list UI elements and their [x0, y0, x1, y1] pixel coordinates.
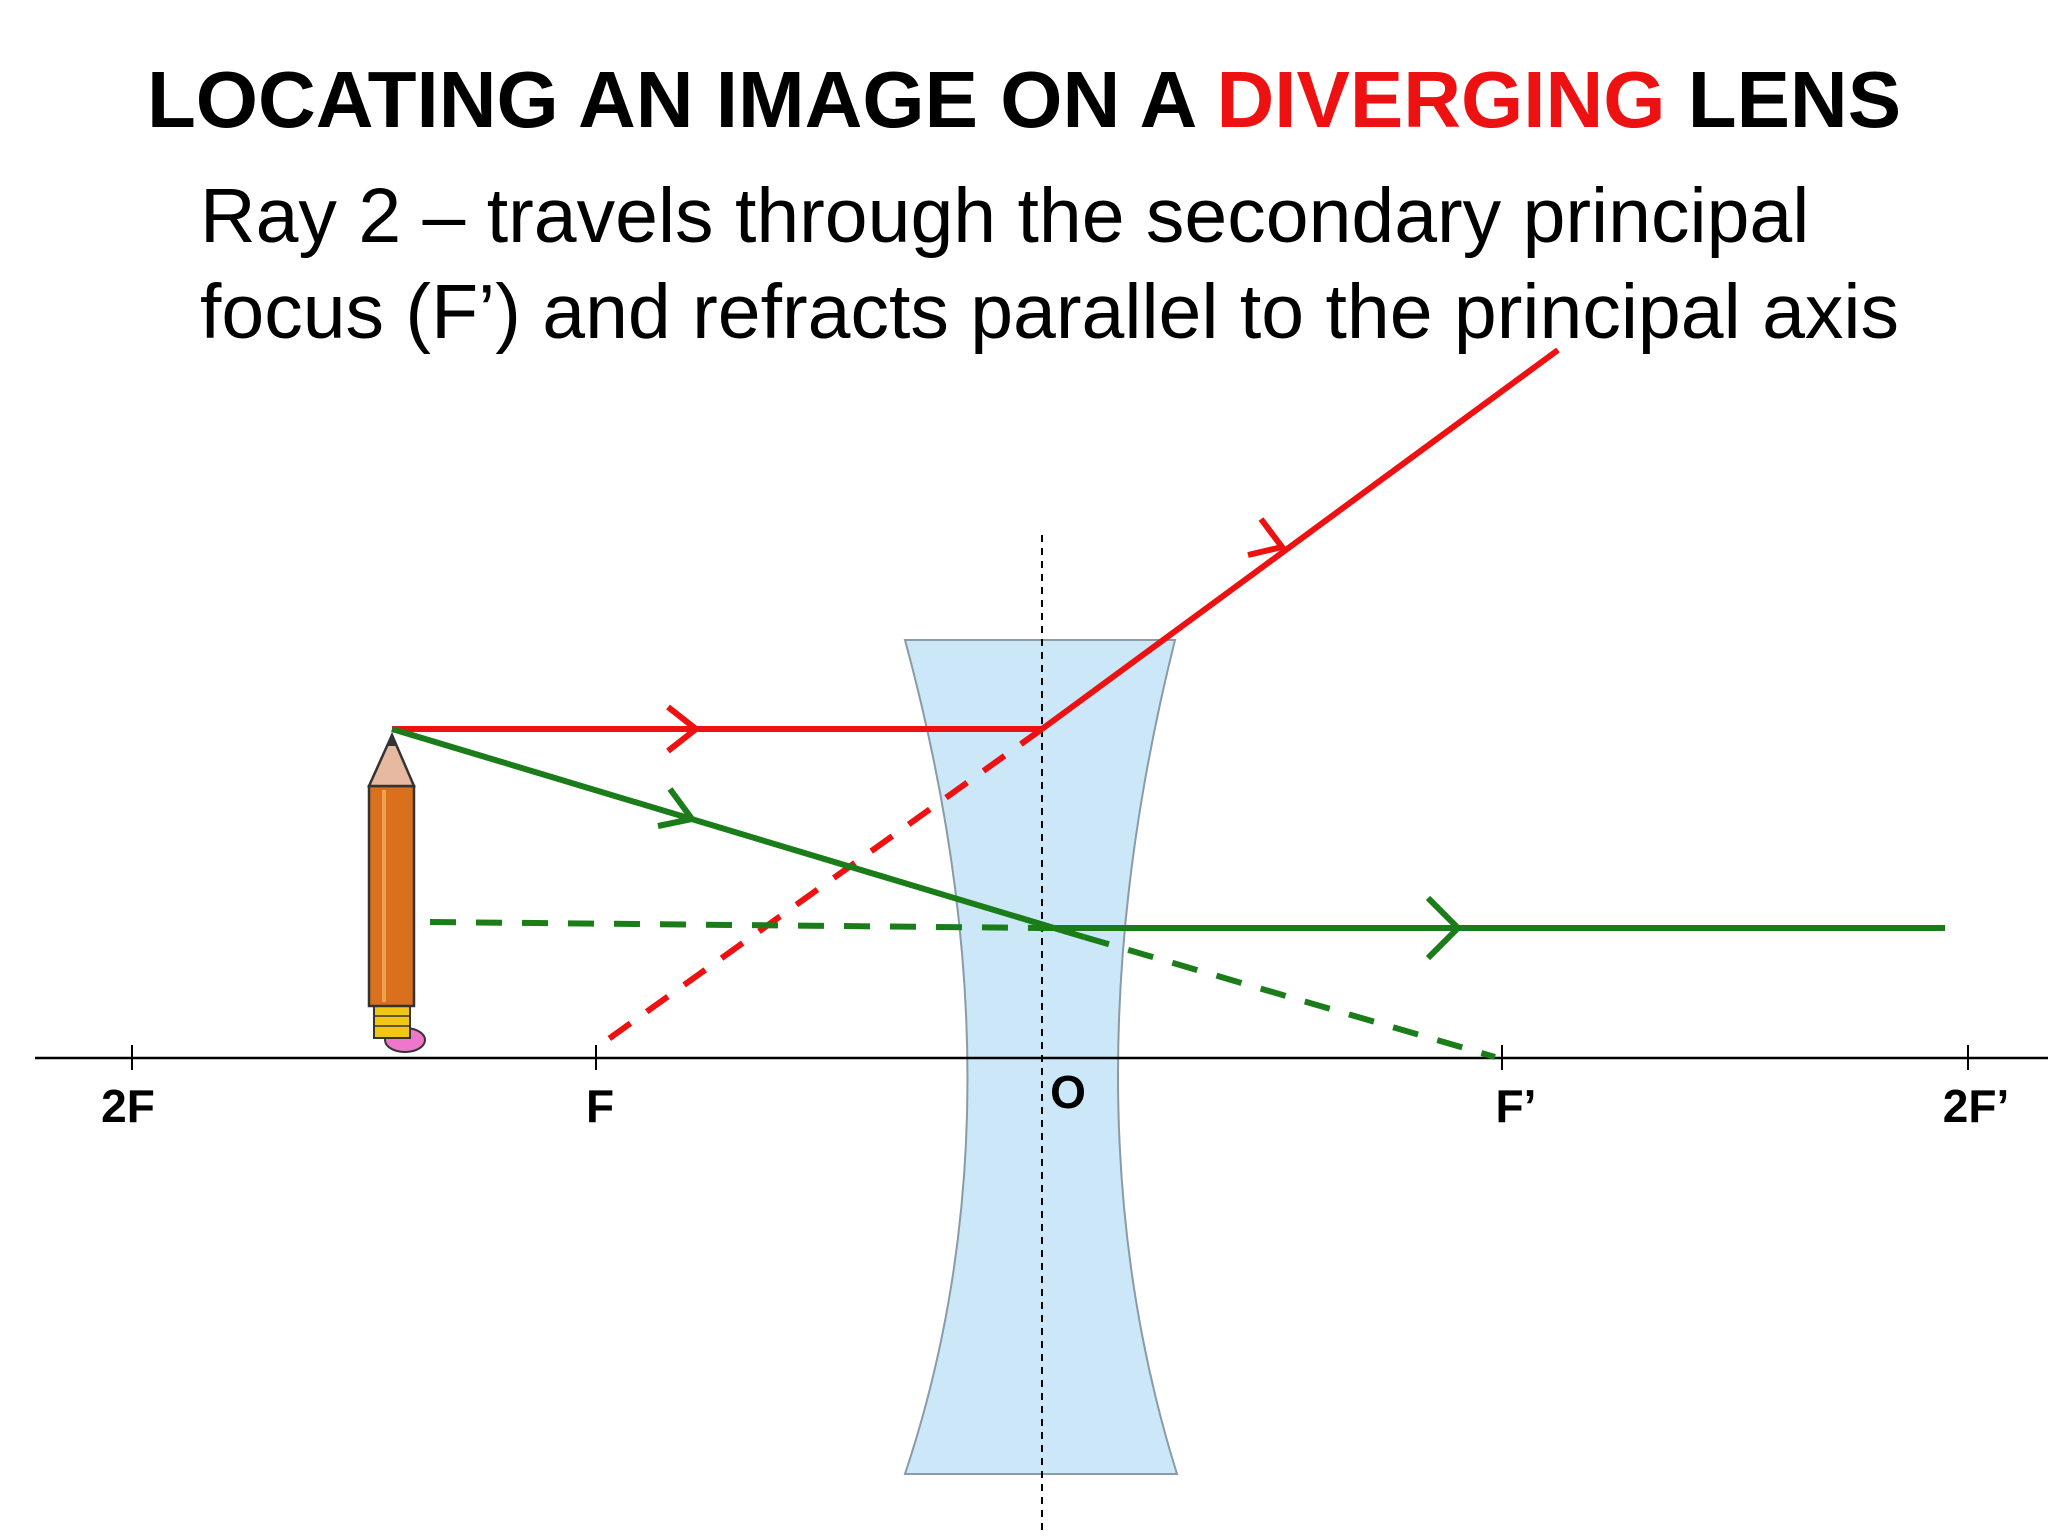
ray-1: [392, 347, 1560, 1051]
ray-2-incident-extension: [1083, 934, 1496, 1060]
title-part-2: LENS: [1665, 55, 1902, 144]
ray-2-arrow-refracted: [1425, 895, 1463, 961]
title-part-1: LOCATING AN IMAGE ON A: [146, 55, 1217, 144]
ray-2-virtual-extension: [429, 919, 1043, 931]
ray-2: [391, 726, 1945, 1060]
slide-title: LOCATING AN IMAGE ON A DIVERGING LENS: [0, 52, 2048, 148]
ray-2-incident: [391, 726, 1085, 940]
pencil-icon: [367, 731, 426, 1053]
ray-1-arrow-refracted: [1247, 517, 1288, 558]
label-2f-prime: 2F’: [1943, 1080, 2009, 1132]
ray-1-refracted: [1040, 347, 1560, 732]
label-f-prime: F’: [1496, 1080, 1537, 1132]
label-f: F: [586, 1080, 614, 1132]
ray-1-arrow-incident: [666, 704, 701, 754]
label-o: O: [1050, 1066, 1086, 1118]
label-2f: 2F: [101, 1080, 155, 1132]
ray-description: Ray 2 – travels through the secondary pr…: [200, 173, 1900, 355]
ray-2-arrow-incident: [657, 787, 698, 829]
title-accent-word: DIVERGING: [1216, 55, 1666, 144]
